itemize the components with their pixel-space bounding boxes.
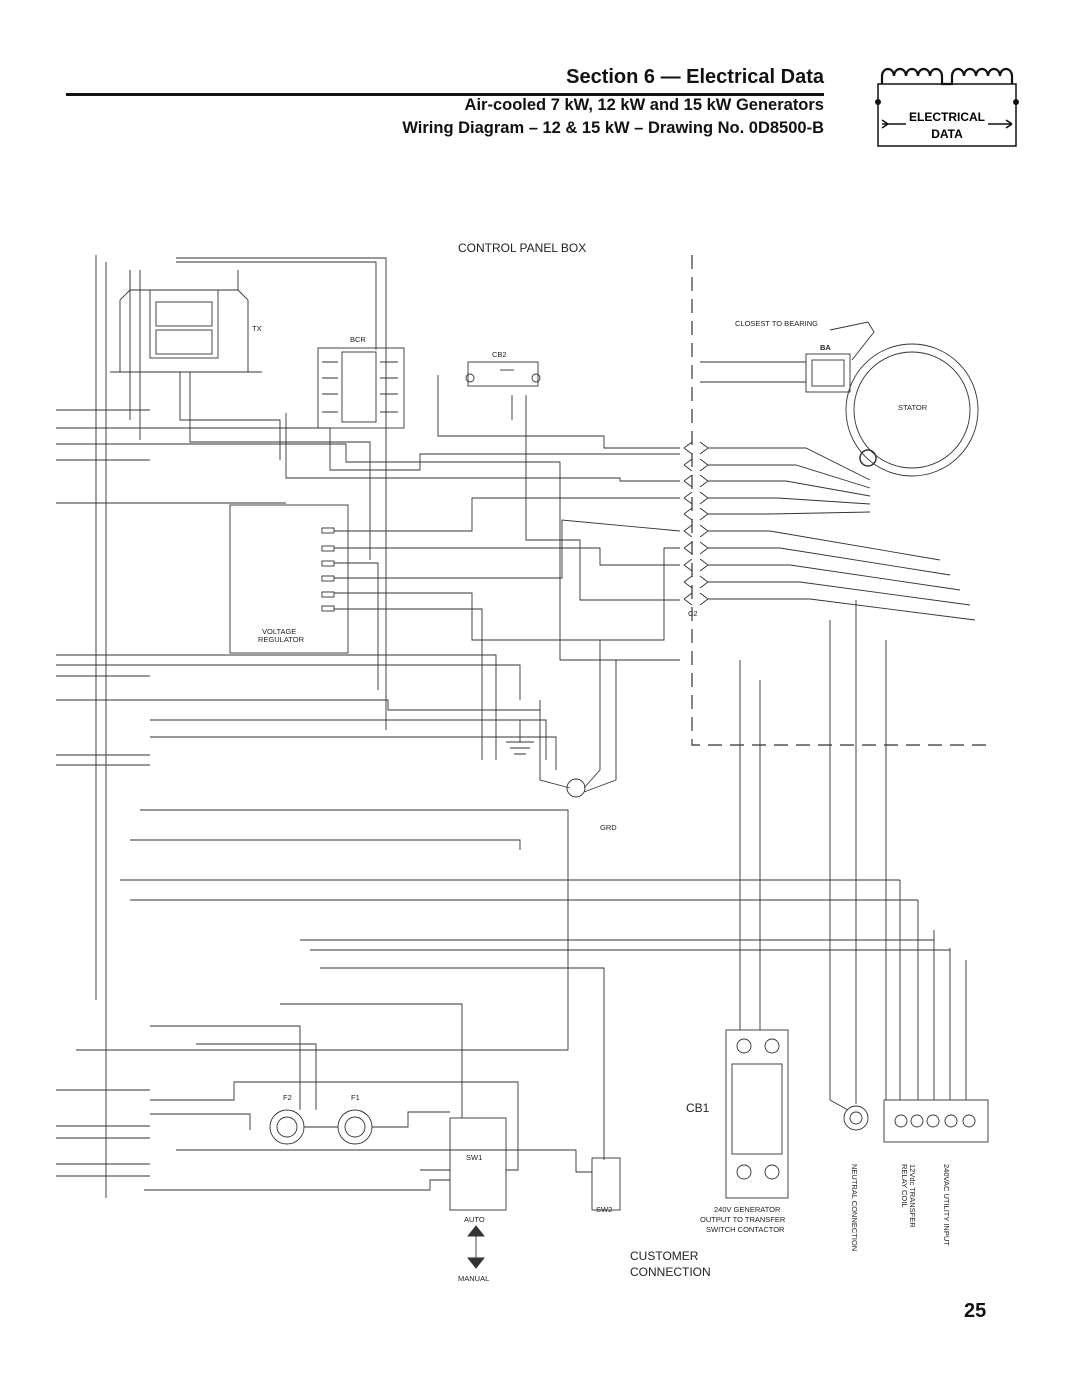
label-sw2: SW2 (596, 1205, 612, 1214)
label-utility-input: 240VAC UTILITY INPUT (942, 1164, 951, 1246)
label-closest-to-bearing: CLOSEST TO BEARING (735, 319, 818, 328)
bcr-block (317, 347, 405, 429)
label-neutral-connection: NEUTRAL CONNECTION (850, 1164, 859, 1251)
label-f1: F1 (351, 1093, 360, 1102)
voltage-regulator (229, 504, 349, 654)
label-auto: AUTO (464, 1215, 485, 1224)
label-regulator: REGULATOR (258, 635, 305, 644)
transformer-tx (110, 270, 262, 373)
label-transfer-relay-2: RELAY COIL (900, 1164, 909, 1208)
label-transfer-relay-1: 12Vdc TRANSFER (908, 1164, 917, 1228)
page-title-line2: Wiring Diagram – 12 & 15 kW – Drawing No… (402, 119, 824, 137)
stator (845, 343, 979, 477)
label-control-panel-box: CONTROL PANEL BOX (458, 241, 586, 255)
label-stator: STATOR (898, 403, 928, 412)
label-ba: BA (820, 343, 831, 352)
coil-left-icon (880, 67, 944, 77)
label-gen-output-3: SWITCH CONTACTOR (706, 1225, 785, 1234)
page-title-line1: Air-cooled 7 kW, 12 kW and 15 kW Generat… (464, 96, 824, 114)
cb2-breaker (465, 361, 541, 387)
label-sw1: SW1 (466, 1153, 482, 1162)
page-number: 25 (964, 1300, 987, 1322)
fuse-f1 (337, 1109, 373, 1145)
label-grd: GRD (600, 823, 617, 832)
neutral-lug (843, 1105, 869, 1131)
section-heading: Section 6 — Electrical Data (566, 66, 824, 88)
label-gen-output-2: OUTPUT TO TRANSFER (700, 1215, 786, 1224)
label-f2: F2 (283, 1093, 292, 1102)
brush-assembly (805, 321, 875, 393)
electrical-data-logo: ELECTRICAL DATA (875, 67, 1019, 147)
control-panel-boundary (691, 255, 990, 746)
grd-junction (566, 778, 586, 798)
coil-right-icon (950, 67, 1014, 77)
fuse-f2 (269, 1109, 305, 1145)
label-connection: CONNECTION (630, 1265, 711, 1279)
switch-sw2 (591, 1157, 621, 1211)
label-cb2: CB2 (492, 350, 507, 359)
logo-text-electrical: ELECTRICAL (909, 110, 985, 124)
label-manual: MANUAL (458, 1274, 489, 1283)
label-gen-output-1: 240V GENERATOR (714, 1205, 781, 1214)
switch-sw1 (449, 1117, 507, 1211)
label-c2: C2 (688, 609, 698, 618)
label-bcr: BCR (350, 335, 366, 344)
label-tx: TX (252, 324, 262, 333)
connector-c2 (683, 441, 709, 606)
label-voltage: VOLTAGE (262, 627, 296, 636)
label-cb1: CB1 (686, 1101, 710, 1115)
ground-symbol (506, 720, 534, 755)
label-customer: CUSTOMER (630, 1249, 699, 1263)
logo-text-data: DATA (931, 127, 963, 141)
header-rule (66, 93, 824, 96)
cb1-breaker (725, 1029, 789, 1199)
terminal-strip (883, 1099, 989, 1143)
